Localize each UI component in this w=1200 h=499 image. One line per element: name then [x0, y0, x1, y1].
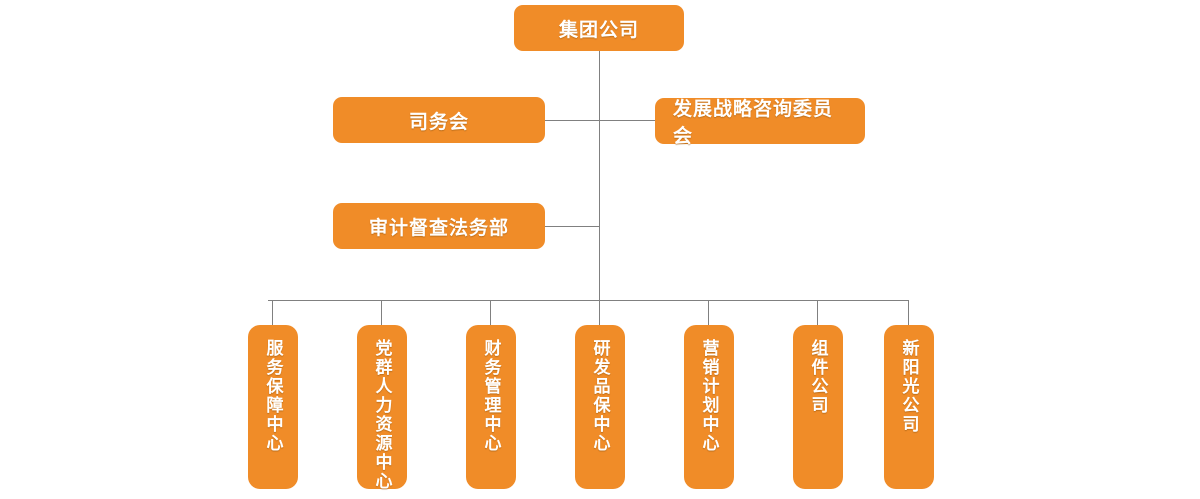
- org-node-finance-center[interactable]: 财务管理中心: [460, 319, 516, 489]
- org-node-audit-legal[interactable]: 审计督查法务部: [325, 195, 545, 249]
- connector-level3-horizontal: [544, 226, 600, 227]
- org-node-xinyangguang-company[interactable]: 新阳光公司: [878, 319, 934, 489]
- connector-drop-1: [272, 300, 273, 326]
- org-node-marketing-planning-center[interactable]: 营销计划中心: [678, 319, 734, 489]
- connector-drop-4: [599, 300, 600, 326]
- connector-level4-bus: [268, 300, 909, 301]
- connector-level2-horizontal: [544, 120, 656, 121]
- org-node-siwuhui[interactable]: 司务会: [325, 89, 545, 143]
- connector-drop-5: [708, 300, 709, 326]
- connector-root-spine: [599, 50, 600, 300]
- org-node-party-hr-center-label: 党群人力资源中心: [372, 339, 392, 491]
- connector-drop-2: [381, 300, 382, 326]
- org-node-audit-legal-label: 审计督查法务部: [368, 217, 509, 239]
- org-node-rd-quality-center-label: 研发品保中心: [590, 339, 610, 453]
- org-node-marketing-planning-center-label: 营销计划中心: [699, 339, 719, 453]
- org-node-strategy-committee[interactable]: 发展战略咨询委员会: [647, 90, 865, 147]
- org-node-root-label: 集团公司: [558, 19, 639, 41]
- org-node-siwuhui-label: 司务会: [408, 111, 469, 133]
- org-node-xinyangguang-company-label: 新阳光公司: [899, 339, 919, 434]
- connector-drop-3: [490, 300, 491, 326]
- org-node-service-support-center[interactable]: 服务保障中心: [242, 319, 298, 489]
- org-node-service-support-center-label: 服务保障中心: [263, 339, 283, 453]
- org-node-rd-quality-center[interactable]: 研发品保中心: [569, 319, 625, 489]
- org-node-finance-center-label: 财务管理中心: [481, 339, 501, 453]
- connector-drop-6: [817, 300, 818, 326]
- org-node-root[interactable]: 集团公司: [506, 0, 684, 51]
- org-node-module-company[interactable]: 组件公司: [787, 319, 843, 489]
- org-node-module-company-label: 组件公司: [808, 339, 828, 415]
- org-node-strategy-committee-label: 发展战略咨询委员会: [673, 99, 834, 147]
- org-node-party-hr-center[interactable]: 党群人力资源中心: [351, 319, 407, 491]
- connector-drop-7: [908, 300, 909, 326]
